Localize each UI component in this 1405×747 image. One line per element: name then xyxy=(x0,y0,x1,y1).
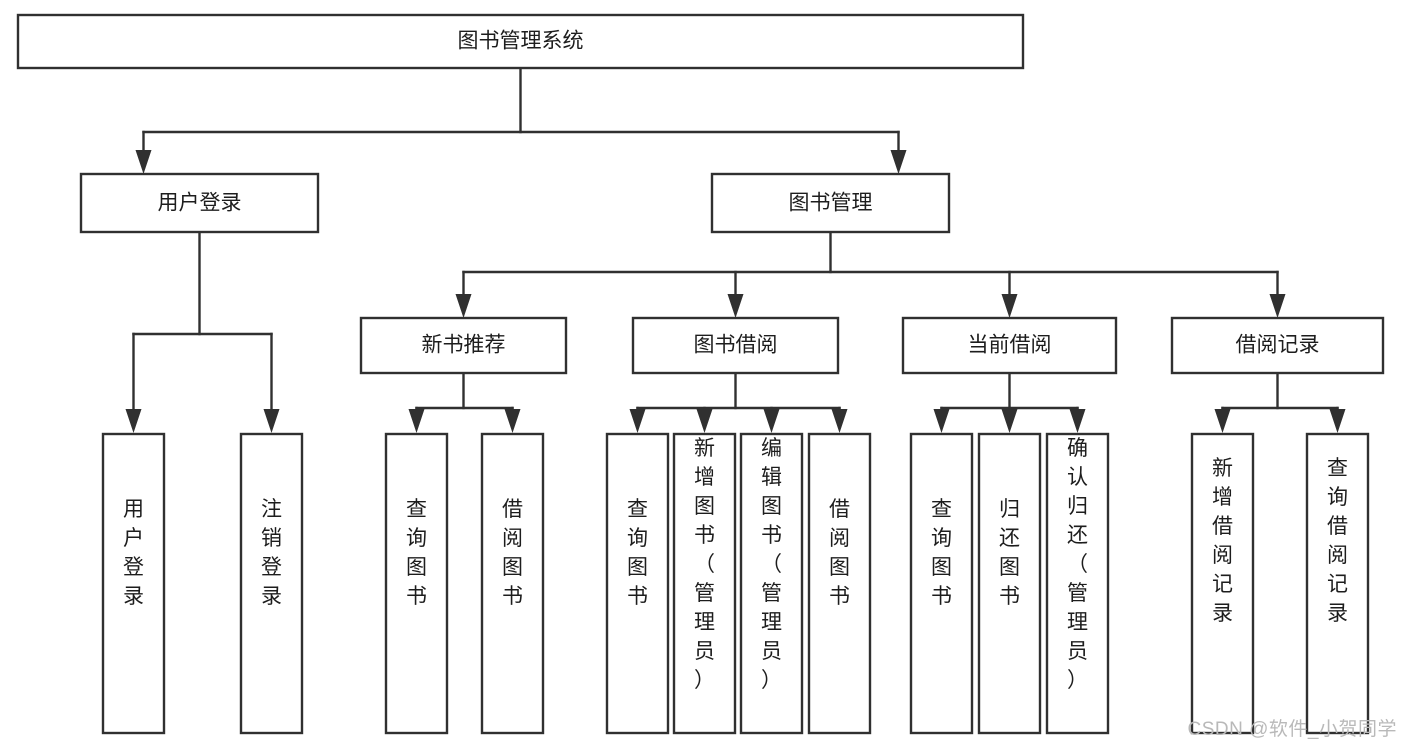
node-root-label: 图书管理系统 xyxy=(458,30,584,53)
node-leaf-return-book-label: 归还图书 xyxy=(999,498,1020,608)
node-leaf-return-book[interactable]: 归还图书 xyxy=(977,432,1042,735)
node-leaf-add-record-label: 新增借阅记录 xyxy=(1212,457,1233,625)
arrow-userlogin-d2 xyxy=(263,409,280,433)
arrow-bookborrow-d3 xyxy=(763,409,780,433)
node-leaf-borrow-book-1[interactable]: 借阅图书 xyxy=(480,432,545,735)
node-borrow-record[interactable]: 借阅记录 xyxy=(1170,316,1385,375)
node-leaf-edit-book-label: 编辑图书（管理员） xyxy=(761,437,782,692)
node-leaf-query-record[interactable]: 查询借阅记录 xyxy=(1305,432,1370,735)
arrow-currentborrow-d3 xyxy=(1069,409,1086,433)
arrow-bookmanage-c2 xyxy=(727,294,744,318)
arrow-userlogin-d1 xyxy=(125,409,142,433)
node-leaf-edit-book[interactable]: 编辑图书（管理员） xyxy=(739,432,804,735)
node-book-manage-box[interactable] xyxy=(710,172,951,234)
node-leaf-query-book-3[interactable]: 查询图书 xyxy=(909,432,974,735)
node-leaf-add-book-label: 新增图书（管理员） xyxy=(694,437,715,692)
arrow-bookmanage-c4 xyxy=(1269,294,1286,318)
node-book-borrow-label: 图书借阅 xyxy=(694,334,778,357)
node-current-borrow-label: 当前借阅 xyxy=(968,334,1052,357)
node-leaf-query-book-1-label: 查询图书 xyxy=(406,498,427,608)
node-leaf-user-login-label: 用户登录 xyxy=(123,498,144,608)
node-leaf-add-record-box[interactable] xyxy=(1190,432,1255,735)
node-borrow-record-box[interactable] xyxy=(1170,316,1385,375)
node-new-book-rec-label: 新书推荐 xyxy=(422,334,506,357)
node-leaf-query-book-3-label: 查询图书 xyxy=(931,498,952,608)
node-book-borrow-box[interactable] xyxy=(631,316,840,375)
node-current-borrow[interactable]: 当前借阅 xyxy=(901,316,1118,375)
arrow-currentborrow-d2 xyxy=(1001,409,1018,433)
node-leaf-query-book-1-box[interactable] xyxy=(384,432,449,735)
node-leaf-user-login[interactable]: 用户登录 xyxy=(101,432,166,735)
node-leaf-confirm-return-label: 确认归还（管理员） xyxy=(1067,437,1088,692)
node-leaf-query-record-label: 查询借阅记录 xyxy=(1327,457,1348,625)
node-leaf-borrow-book-2-label: 借阅图书 xyxy=(829,498,850,608)
node-leaf-confirm-return[interactable]: 确认归还（管理员） xyxy=(1045,432,1110,735)
node-user-login-box[interactable] xyxy=(79,172,320,234)
node-leaf-return-book-box[interactable] xyxy=(977,432,1042,735)
node-layer: 图书管理系统 用户登录 图书管理 新书推荐 图书借阅 xyxy=(16,13,1385,735)
arrow-newbook-d1 xyxy=(408,409,425,433)
arrow-bookborrow-d2 xyxy=(696,409,713,433)
node-leaf-logout-label: 注销登录 xyxy=(261,498,282,608)
node-leaf-logout[interactable]: 注销登录 xyxy=(239,432,304,735)
node-leaf-borrow-book-2[interactable]: 借阅图书 xyxy=(807,432,872,735)
node-user-login[interactable]: 用户登录 xyxy=(79,172,320,234)
node-leaf-confirm-return-box[interactable] xyxy=(1045,432,1110,735)
arrow-borrowrecord-d2 xyxy=(1329,409,1346,433)
node-user-login-label: 用户登录 xyxy=(158,192,242,215)
node-book-manage-label: 图书管理 xyxy=(789,192,873,215)
node-leaf-edit-book-box[interactable] xyxy=(739,432,804,735)
arrow-borrowrecord-d1 xyxy=(1214,409,1231,433)
connector-layer xyxy=(125,66,1346,433)
arrow-root-to-user-login xyxy=(135,150,152,174)
node-leaf-borrow-book-1-box[interactable] xyxy=(480,432,545,735)
node-root-box[interactable] xyxy=(16,13,1025,70)
node-leaf-query-book-2-box[interactable] xyxy=(605,432,670,735)
node-new-book-rec[interactable]: 新书推荐 xyxy=(359,316,568,375)
node-leaf-user-login-box[interactable] xyxy=(101,432,166,735)
node-current-borrow-box[interactable] xyxy=(901,316,1118,375)
arrow-bookmanage-c1 xyxy=(455,294,472,318)
node-root[interactable]: 图书管理系统 xyxy=(16,13,1025,70)
arrow-newbook-d2 xyxy=(504,409,521,433)
node-leaf-query-book-2[interactable]: 查询图书 xyxy=(605,432,670,735)
node-leaf-query-book-3-box[interactable] xyxy=(909,432,974,735)
arrow-bookborrow-d4 xyxy=(831,409,848,433)
node-borrow-record-label: 借阅记录 xyxy=(1236,334,1320,357)
node-leaf-add-record[interactable]: 新增借阅记录 xyxy=(1190,432,1255,735)
node-leaf-query-book-2-label: 查询图书 xyxy=(627,498,648,608)
node-leaf-borrow-book-2-box[interactable] xyxy=(807,432,872,735)
node-book-borrow[interactable]: 图书借阅 xyxy=(631,316,840,375)
arrow-bookmanage-c3 xyxy=(1001,294,1018,318)
node-new-book-rec-box[interactable] xyxy=(359,316,568,375)
node-leaf-add-book-box[interactable] xyxy=(672,432,737,735)
node-leaf-query-book-1[interactable]: 查询图书 xyxy=(384,432,449,735)
node-leaf-add-book[interactable]: 新增图书（管理员） xyxy=(672,432,737,735)
node-leaf-borrow-book-1-label: 借阅图书 xyxy=(502,498,523,608)
node-leaf-logout-box[interactable] xyxy=(239,432,304,735)
arrow-bookborrow-d1 xyxy=(629,409,646,433)
arrow-currentborrow-d1 xyxy=(933,409,950,433)
node-leaf-query-record-box[interactable] xyxy=(1305,432,1370,735)
node-book-manage[interactable]: 图书管理 xyxy=(710,172,951,234)
arrow-root-to-book-manage xyxy=(890,150,907,174)
